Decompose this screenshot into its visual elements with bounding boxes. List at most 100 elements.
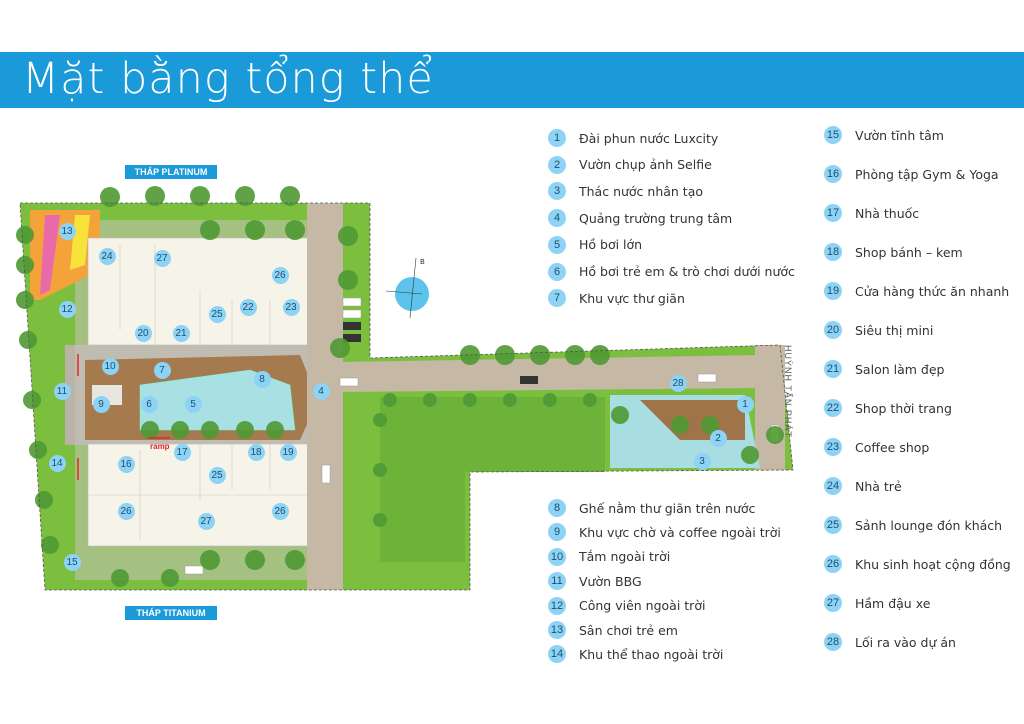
map-marker: 13 [58, 222, 76, 240]
legend-number-badge: 10 [548, 547, 566, 566]
trees [16, 186, 784, 587]
legend-label: Lối ra vào dự án [855, 634, 956, 650]
legend-item: 2 Vườn chụp ảnh Selfie [548, 155, 712, 174]
legend-number-badge: 2 [548, 155, 566, 174]
legend-number-badge: 9 [548, 523, 566, 542]
legend-number-badge: 14 [548, 645, 566, 664]
legend-label: Thác nước nhân tạo [579, 183, 704, 199]
legend-number-badge: 12 [548, 596, 566, 615]
map-marker: 6 [140, 395, 158, 413]
legend-label: Tắm ngoài trời [579, 549, 671, 565]
legend-label: Ghế nằm thư giãn trên nước [579, 500, 756, 516]
legend-item: 10 Tắm ngoài trời [548, 547, 671, 566]
map-marker: 26 [117, 502, 135, 520]
street-name: HUỲNH TẤN PHÁT [783, 345, 793, 438]
legend-number-badge: 18 [824, 243, 842, 261]
legend-item: 19 Cửa hàng thức ăn nhanh [824, 282, 1009, 300]
legend-number-badge: 24 [824, 477, 842, 495]
map-marker: 7 [153, 361, 171, 379]
legend-label: Hồ bơi lớn [579, 237, 643, 253]
legend-number-badge: 11 [548, 572, 566, 591]
map-marker: 4 [312, 382, 330, 400]
legend-item: 14 Khu thể thao ngoài trời [548, 645, 724, 664]
legend-label: Shop thời trang [855, 400, 952, 416]
map-marker: 16 [117, 455, 135, 473]
legend-label: Phòng tập Gym & Yoga [855, 166, 999, 182]
legend-number-badge: 19 [824, 282, 842, 300]
map-marker: 23 [282, 298, 300, 316]
road-horizontal [340, 355, 760, 392]
legend-label: Sảnh lounge đón khách [855, 517, 1003, 533]
map-marker: 28 [669, 374, 687, 392]
legend-number-badge: 22 [824, 399, 842, 417]
map-marker: 9 [92, 395, 110, 413]
road-entrance [755, 345, 785, 470]
legend-label: Siêu thị mini [855, 322, 934, 338]
legend-label: Khu thể thao ngoài trời [579, 646, 724, 662]
legend-item: 26 Khu sinh hoạt cộng đồng [824, 555, 1011, 573]
legend-number-badge: 26 [824, 555, 842, 573]
legend-number-badge: 28 [824, 633, 842, 651]
legend-number-badge: 7 [548, 289, 566, 308]
page-title: Mặt bằng tổng thể [22, 54, 434, 104]
map-marker: 25 [208, 466, 226, 484]
compass-north-label: B [420, 258, 425, 266]
legend-label: Khu vực chờ và coffee ngoài trời [579, 524, 781, 540]
legend-number-badge: 27 [824, 594, 842, 612]
map-marker: 15 [63, 553, 81, 571]
legend-number-badge: 6 [548, 262, 566, 281]
legend-number-badge: 21 [824, 360, 842, 378]
legend-number-badge: 13 [548, 621, 566, 639]
legend-item: 17 Nhà thuốc [824, 204, 919, 222]
map-marker: 20 [134, 324, 152, 342]
lawn [380, 397, 605, 472]
legend-number-badge: 3 [548, 182, 566, 201]
legend-number-badge: 23 [824, 438, 842, 456]
map-marker: 11 [53, 382, 71, 400]
map-marker: 17 [173, 443, 191, 461]
tower-platinum-label: THÁP PLATINUM [125, 165, 217, 179]
legend-item: 25 Sảnh lounge đón khách [824, 516, 1002, 534]
map-marker: 12 [58, 300, 76, 318]
legend-item: 6 Hồ bơi trẻ em & trò chơi dưới nước [548, 262, 795, 281]
legend-item: 9 Khu vực chờ và coffee ngoài trời [548, 523, 781, 542]
map-marker: 27 [153, 249, 171, 267]
map-marker: 27 [197, 512, 215, 530]
legend-label: Hồ bơi trẻ em & trò chơi dưới nước [579, 264, 795, 279]
map-marker: 19 [279, 443, 297, 461]
legend-label: Vườn tĩnh tâm [855, 127, 944, 143]
legend-label: Cửa hàng thức ăn nhanh [855, 283, 1010, 299]
legend-label: Nhà thuốc [855, 205, 920, 221]
legend-item: 28 Lối ra vào dự án [824, 633, 956, 651]
legend-label: Quảng trường trung tâm [579, 210, 733, 226]
map-marker: 25 [208, 305, 226, 323]
legend-label: Khu vực thư giãn [579, 290, 685, 306]
legend-label: Khu sinh hoạt cộng đồng [855, 556, 1011, 572]
legend-label: Coffee shop [855, 439, 930, 455]
legend-label: Vườn chụp ảnh Selfie [579, 157, 712, 173]
legend-number-badge: 15 [824, 126, 842, 144]
map-marker: 5 [184, 395, 202, 413]
legend-label: Shop bánh – kem [855, 244, 963, 260]
map-marker: 3 [693, 452, 711, 470]
map-marker: 22 [239, 298, 257, 316]
map-marker: 1 [736, 395, 754, 413]
map-marker: 26 [271, 502, 289, 520]
legend-item: 23 Coffee shop [824, 438, 929, 456]
legend-number-badge: 20 [824, 321, 842, 339]
site-boundary [19, 202, 794, 591]
map-marker: 14 [48, 454, 66, 472]
legend-number-badge: 25 [824, 516, 842, 534]
legend-label: Đài phun nước Luxcity [579, 130, 719, 146]
legend-number-badge: 17 [824, 204, 842, 222]
